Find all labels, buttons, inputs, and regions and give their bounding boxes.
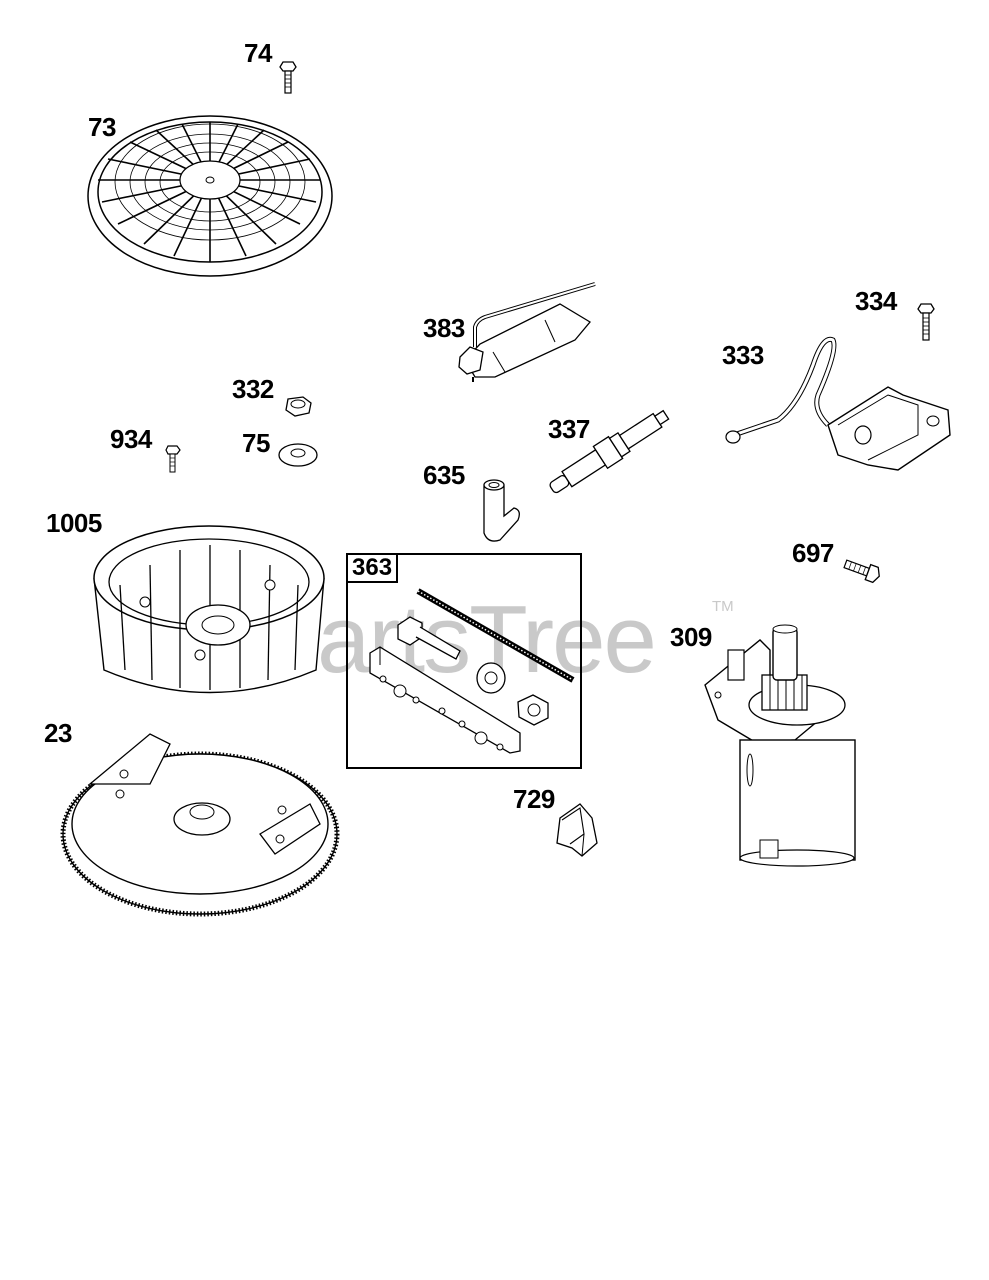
starter-motor-309-icon[interactable] — [700, 620, 860, 870]
callout-934[interactable]: 934 — [110, 424, 152, 454]
callout-73[interactable]: 73 — [88, 112, 116, 142]
spark-plug-337-icon[interactable] — [535, 405, 685, 495]
screw-334-icon[interactable] — [917, 302, 938, 342]
screw-697-icon[interactable] — [842, 556, 884, 586]
spark-plug-wrench-383-icon[interactable] — [455, 282, 605, 382]
washer-75-icon[interactable] — [278, 442, 320, 470]
callout-332[interactable]: 332 — [232, 374, 274, 404]
nut-332-icon[interactable] — [283, 395, 313, 419]
screw-934-icon[interactable] — [165, 444, 182, 474]
flywheel-23-icon[interactable] — [60, 724, 340, 924]
puller-kit-363-box[interactable]: 363 — [346, 553, 582, 769]
clip-729-icon[interactable] — [552, 798, 602, 860]
callout-74[interactable]: 74 — [244, 38, 272, 68]
callout-635[interactable]: 635 — [423, 460, 465, 490]
ignition-armature-333-icon[interactable] — [718, 325, 958, 475]
callout-363[interactable]: 363 — [348, 555, 399, 583]
bolt-74-icon[interactable] — [279, 60, 300, 95]
callout-75[interactable]: 75 — [242, 428, 270, 458]
fan-1005-icon[interactable] — [90, 520, 330, 700]
callout-333[interactable]: 333 — [722, 340, 764, 370]
callout-1005[interactable]: 1005 — [46, 508, 102, 538]
watermark-trademark: TM — [712, 598, 734, 615]
callout-23[interactable]: 23 — [44, 718, 72, 748]
boot-635-icon[interactable] — [478, 478, 533, 546]
callout-309[interactable]: 309 — [670, 622, 712, 652]
puller-kit-parts-icon — [369, 588, 575, 754]
callout-334[interactable]: 334 — [855, 286, 897, 316]
callout-337[interactable]: 337 — [548, 414, 590, 444]
callout-729[interactable]: 729 — [513, 784, 555, 814]
rotating-screen-73-icon[interactable] — [87, 114, 338, 284]
callout-697[interactable]: 697 — [792, 538, 834, 568]
callout-383[interactable]: 383 — [423, 313, 465, 343]
